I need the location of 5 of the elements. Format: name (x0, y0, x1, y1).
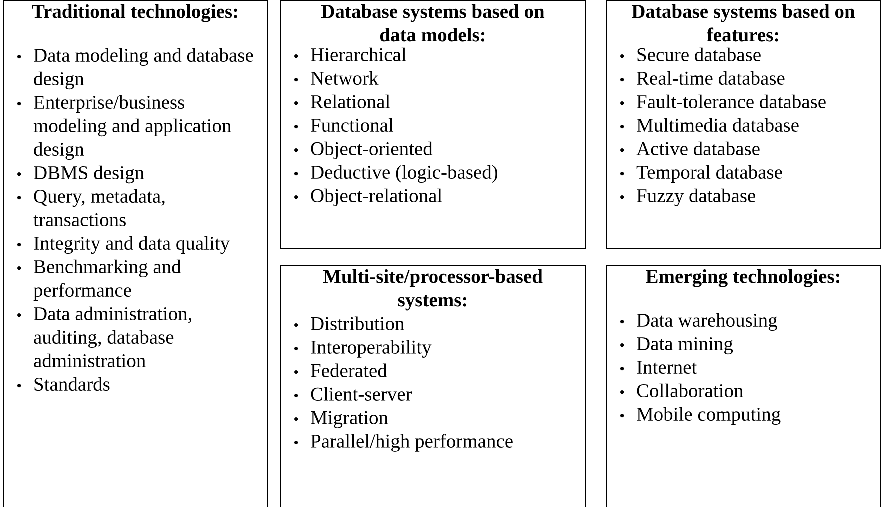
category-box: Traditional technologies: Data modeling and database design Enterprise/business modeling and application design DBMS design Query, metadata, transactions Integrity and data quality Benchmarking and performance Data administration, auditing, database administration Standards (3, 0, 268, 507)
category-box: Emerging technologies: Data warehousing Data mining Internet Collaboration Mobile computing (606, 265, 881, 507)
category-box: Multi-site/processor-based systems: Distribution Interoperability Federated Client-server Migration Parallel/high performance (280, 265, 586, 507)
category-box: Database systems based on features: Secure database Real-time database Fault-tolerance database Multimedia database Active database Temporal database Fuzzy database (606, 0, 881, 249)
category-box: Database systems based on data models: Hierarchical Network Relational Functional Object-oriented Deductive (logic-based) Object-relational (280, 0, 586, 249)
